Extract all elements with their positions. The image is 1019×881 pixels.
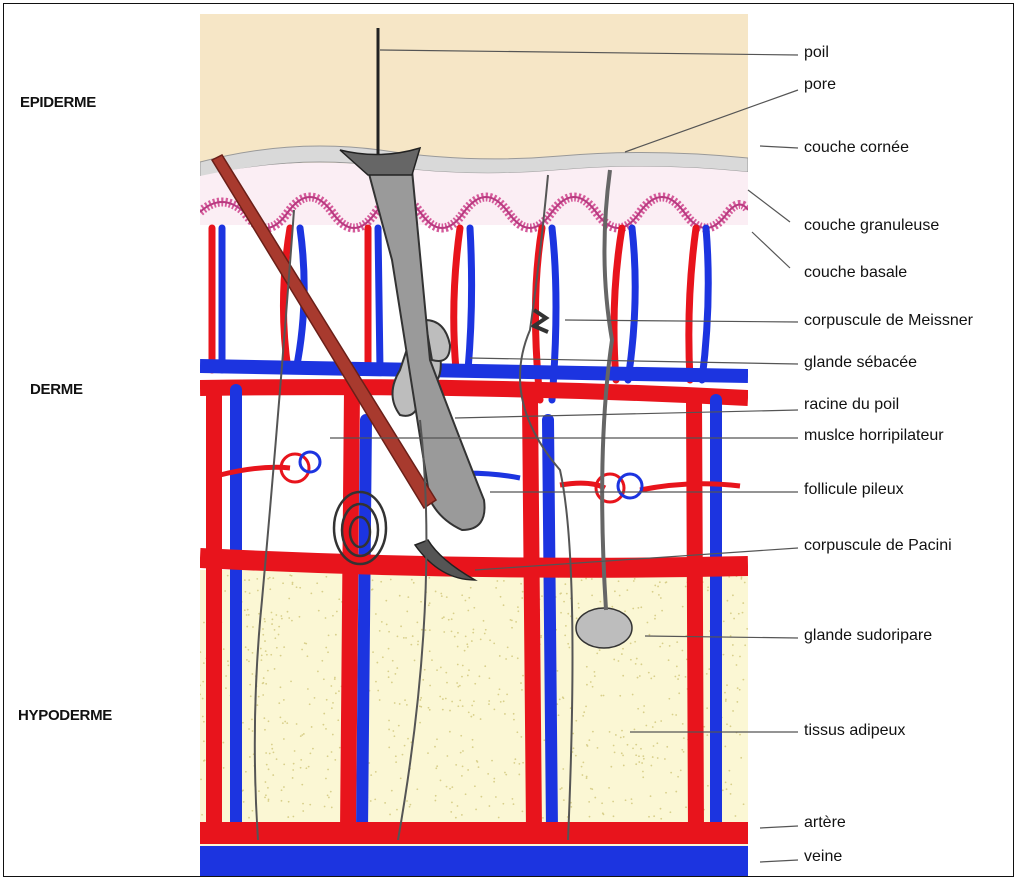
label-artere: artère — [804, 814, 846, 832]
epidermis-layer — [200, 14, 748, 164]
label-tissus-adipeux: tissus adipeux — [804, 722, 905, 740]
label-follicule-pileux: follicule pileux — [804, 481, 904, 499]
label-glande-sebacee: glande sébacée — [804, 354, 917, 372]
label-racine-poil: racine du poil — [804, 396, 899, 414]
label-epiderme: EPIDERME — [20, 94, 96, 111]
label-veine: veine — [804, 848, 842, 866]
label-derme: DERME — [30, 381, 83, 398]
label-muscle-horripilateur: muslce horripilateur — [804, 427, 944, 445]
label-corpuscule-pacini: corpuscule de Pacini — [804, 537, 952, 555]
label-glande-sudoripare: glande sudoripare — [804, 627, 932, 645]
vein-bottom — [200, 846, 748, 876]
sweat-gland — [576, 608, 632, 648]
label-couche-cornee: couche cornée — [804, 139, 909, 157]
label-corpuscule-meissner: corpuscule de Meissner — [804, 312, 973, 330]
label-hypoderme: HYPODERME — [18, 707, 112, 724]
artery-bottom — [200, 822, 748, 844]
label-couche-granuleuse: couche granuleuse — [804, 217, 939, 235]
label-pore: pore — [804, 76, 836, 94]
label-poil: poil — [804, 44, 829, 62]
label-couche-basale: couche basale — [804, 264, 907, 282]
subdermal-artery — [200, 558, 748, 568]
